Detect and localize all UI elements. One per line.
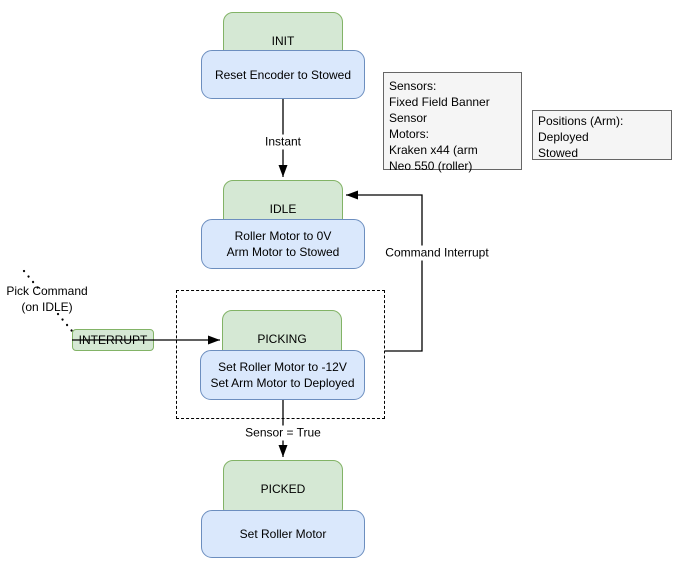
action-label-idle-1: Roller Motor to 0V — [234, 229, 332, 243]
action-label-picked: Set Roller Motor — [239, 527, 327, 541]
transition-label-sensor-true: Sensor = True — [243, 425, 323, 441]
positions-note-line: Stowed — [538, 146, 579, 160]
state-label-init: INIT — [271, 34, 295, 48]
state-label-picking: PICKING — [257, 332, 307, 346]
action-label-idle-2: Arm Motor to Stowed — [226, 245, 340, 259]
action-box-picking: Set Roller Motor to -12V Set Arm Motor t… — [200, 350, 365, 400]
transition-command-interrupt-arrow — [346, 190, 423, 352]
state-label-picked: PICKED — [260, 482, 306, 496]
transition-label-instant: Instant — [262, 134, 304, 150]
positions-note-line: Deployed — [538, 130, 589, 144]
action-label-picking-2: Set Arm Motor to Deployed — [210, 376, 355, 390]
sensors-note-line: Neo 550 (roller) — [389, 159, 473, 173]
sensors-note-line: Motors: — [389, 127, 430, 141]
pick-command-annotation-line2: (on IDLE) — [21, 300, 73, 314]
state-box-picked: PICKED — [223, 460, 343, 518]
state-label-idle: IDLE — [269, 202, 297, 216]
sensors-note: Sensors: Fixed Field Banner Sensor Motor… — [383, 72, 522, 173]
sensors-note-line: Fixed Field Banner — [389, 95, 490, 109]
action-box-idle: Roller Motor to 0V Arm Motor to Stowed — [201, 219, 365, 269]
transition-label-command-interrupt: Command Interrupt — [383, 245, 491, 261]
positions-note-line: Positions (Arm): — [538, 114, 624, 128]
action-box-init: Reset Encoder to Stowed — [201, 50, 365, 99]
pick-command-annotation-line1: Pick Command — [6, 284, 88, 298]
sensors-note-line: Sensors: — [389, 79, 437, 93]
action-box-picked: Set Roller Motor — [201, 510, 365, 558]
picking-dashed-region — [176, 290, 385, 419]
sensors-note-line: Sensor — [389, 111, 428, 125]
positions-note: Positions (Arm): Deployed Stowed — [532, 110, 672, 160]
action-label-init: Reset Encoder to Stowed — [214, 67, 352, 82]
pick-command-annotation: Pick Command (on IDLE) — [4, 283, 89, 315]
sensors-note-line: Kraken x44 (arm — [389, 143, 478, 157]
pick-command-dotted-line — [56, 312, 74, 333]
action-label-picking-1: Set Roller Motor to -12V — [218, 360, 347, 374]
